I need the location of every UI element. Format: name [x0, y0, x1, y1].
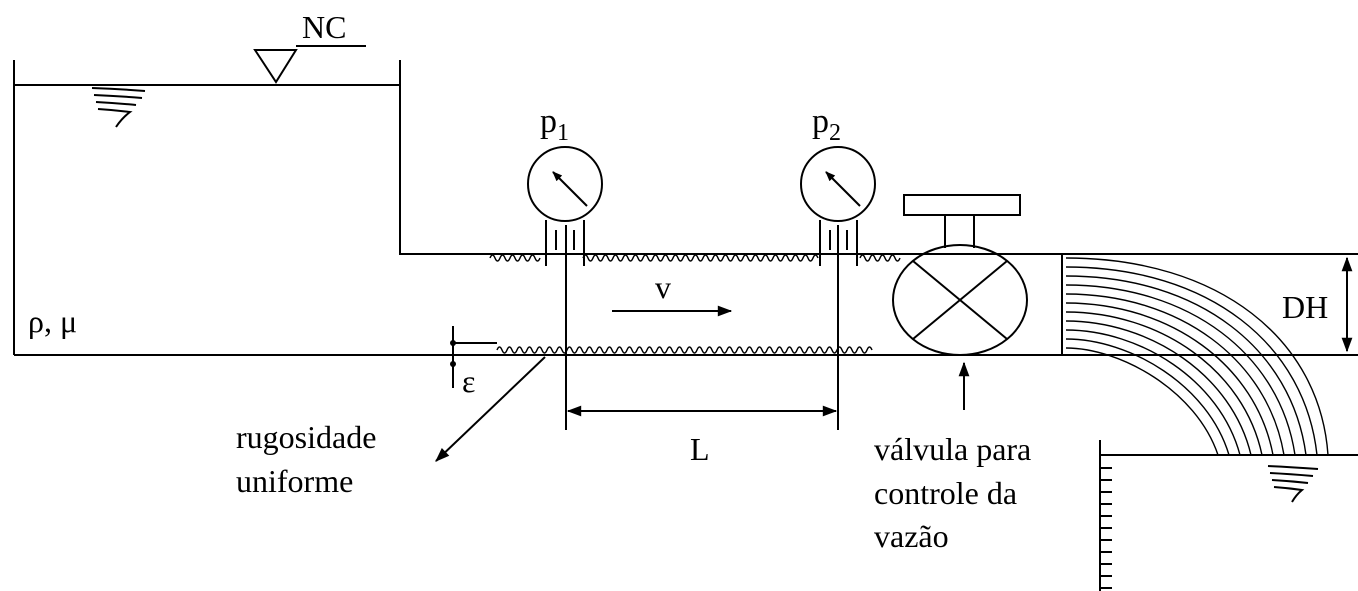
velocity-arrow: v — [612, 269, 733, 317]
roughness-label-line2: uniforme — [236, 463, 353, 499]
roughness-symbol: ε — [462, 363, 475, 399]
fluid-properties-label: ρ, μ — [28, 303, 77, 339]
diameter-label: DH — [1282, 289, 1328, 325]
p1-subscript: 1 — [557, 120, 569, 146]
roughness-indicator: ε — [450, 326, 497, 399]
receiving-tank — [1099, 440, 1358, 591]
free-surface-label: NC — [302, 9, 346, 45]
p2-subscript: 2 — [829, 120, 841, 146]
water-squiggle-icon — [1267, 465, 1319, 503]
free-surface-marker: NC — [253, 9, 366, 84]
svg-text:p2: p2 — [812, 103, 841, 146]
pressure-gauge-p1: p1 — [527, 103, 603, 266]
valve-label-line2: controle da — [874, 475, 1017, 511]
length-dimension: L — [565, 225, 839, 467]
outflow-jet — [1065, 257, 1329, 456]
water-squiggle-icon — [91, 87, 146, 128]
p1-label: p — [540, 103, 557, 140]
diameter-dimension: DH — [1278, 256, 1353, 353]
length-label: L — [690, 431, 710, 467]
valve-label-line3: vazão — [874, 518, 949, 554]
svg-text:p1: p1 — [540, 103, 569, 146]
valve-label-line1: válvula para — [874, 431, 1031, 467]
p2-label: p — [812, 103, 829, 140]
roughness-label-line1: rugosidade — [236, 419, 376, 455]
roughness-top — [489, 254, 901, 262]
reservoir-tank — [13, 60, 490, 355]
pressure-gauge-p2: p2 — [800, 103, 876, 266]
roughness-leader: rugosidade uniforme — [236, 356, 546, 499]
velocity-label: v — [655, 269, 671, 305]
roughness-bottom — [496, 346, 873, 354]
control-valve: válvula para controle da vazão — [874, 194, 1031, 554]
